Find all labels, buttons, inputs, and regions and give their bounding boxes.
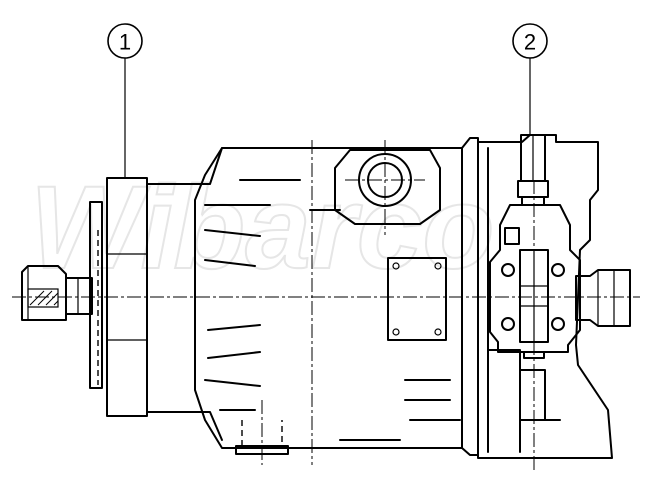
balloon-1: [107, 23, 143, 59]
pump-housing: [194, 137, 479, 456]
drive-shaft: [21, 265, 93, 321]
centre-lines: [12, 140, 640, 470]
callout-label-2: 2: [524, 30, 536, 55]
watermark: Wibarco: [30, 162, 494, 294]
callout-2: 2: [512, 23, 548, 135]
callout-1: 1: [107, 23, 143, 178]
balloon-2: [512, 23, 548, 59]
control-valve: [489, 134, 631, 359]
callout-label-1: 1: [119, 30, 131, 55]
